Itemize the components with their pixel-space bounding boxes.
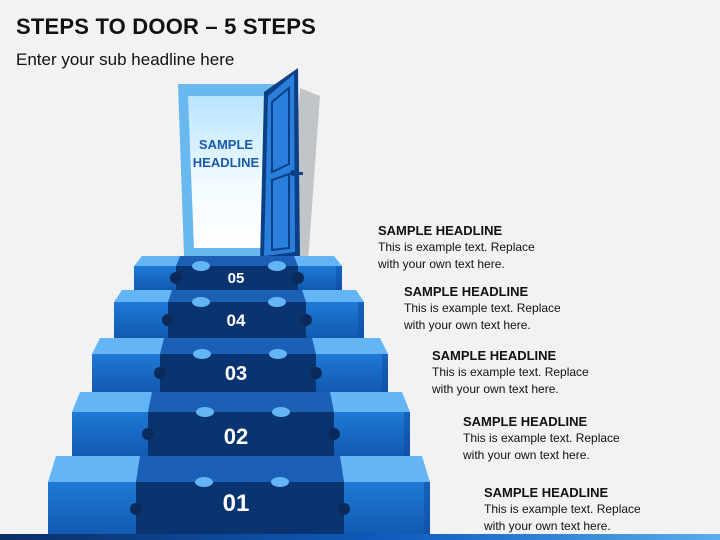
puzzle-knob-left (162, 314, 174, 326)
puzzle-knob-top (193, 349, 211, 359)
open-door-panel (260, 68, 303, 262)
center-panel-front (136, 482, 344, 536)
step-text: This is example text. Replace with your … (404, 301, 561, 332)
step-description-03: SAMPLE HEADLINE This is example text. Re… (432, 347, 672, 398)
door-headline-line2: HEADLINE (192, 155, 260, 170)
step-headline: SAMPLE HEADLINE (463, 414, 588, 429)
center-panel-front (168, 302, 306, 338)
puzzle-knob-right (300, 314, 312, 326)
puzzle-knob-left (130, 503, 142, 515)
step-headline: SAMPLE HEADLINE (404, 284, 529, 299)
step-description-05: SAMPLE HEADLINE This is example text. Re… (378, 222, 618, 273)
step-side-shade (358, 302, 364, 338)
step-description-02: SAMPLE HEADLINE This is example text. Re… (463, 413, 703, 464)
step-description-01: SAMPLE HEADLINE This is example text. Re… (484, 484, 720, 535)
door-handle-icon (294, 172, 303, 175)
step-headline: SAMPLE HEADLINE (432, 348, 557, 363)
puzzle-knob-top (195, 477, 213, 487)
step-side-shade (336, 266, 342, 290)
puzzle-knob-left (142, 428, 154, 440)
puzzle-knob-top (271, 477, 289, 487)
step-text: This is example text. Replace with your … (432, 365, 589, 396)
door-headline-line1: SAMPLE (198, 137, 254, 152)
step-headline: SAMPLE HEADLINE (484, 485, 609, 500)
center-panel-front (148, 412, 334, 456)
step-text: This is example text. Replace with your … (378, 240, 535, 271)
puzzle-knob-right (292, 272, 304, 284)
step-number-03: 03 (224, 363, 248, 385)
step-number-04: 04 (226, 311, 246, 330)
step-number-02: 02 (223, 424, 249, 449)
door-headline: SAMPLE HEADLINE (186, 136, 266, 172)
step-number-01: 01 (222, 490, 250, 517)
step-side-shade (424, 482, 430, 536)
center-panel-top (160, 338, 316, 354)
puzzle-knob-right (338, 503, 350, 515)
step-text: This is example text. Replace with your … (484, 502, 641, 533)
puzzle-knob-left (170, 272, 182, 284)
step-side-shade (404, 412, 410, 456)
puzzle-knob-right (310, 367, 322, 379)
puzzle-knob-top (192, 261, 210, 271)
center-panel-top (148, 392, 334, 412)
puzzle-knob-top (196, 407, 214, 417)
page-subtitle: Enter your sub headline here (16, 50, 235, 69)
puzzle-knob-top (268, 297, 286, 307)
step-description-04: SAMPLE HEADLINE This is example text. Re… (404, 283, 644, 334)
step-text: This is example text. Replace with your … (463, 431, 620, 462)
puzzle-knob-right (328, 428, 340, 440)
puzzle-knob-top (192, 297, 210, 307)
puzzle-knob-top (272, 407, 290, 417)
puzzle-knob-top (268, 261, 286, 271)
step-side-shade (382, 354, 388, 392)
puzzle-knob-left (154, 367, 166, 379)
step-headline: SAMPLE HEADLINE (378, 223, 503, 238)
bottom-accent-bar (0, 534, 720, 540)
step-number-05: 05 (227, 270, 245, 287)
puzzle-knob-top (269, 349, 287, 359)
center-panel-front (160, 354, 316, 392)
page-title: STEPS TO DOOR – 5 STEPS (16, 14, 317, 39)
center-panel-top (136, 456, 344, 482)
